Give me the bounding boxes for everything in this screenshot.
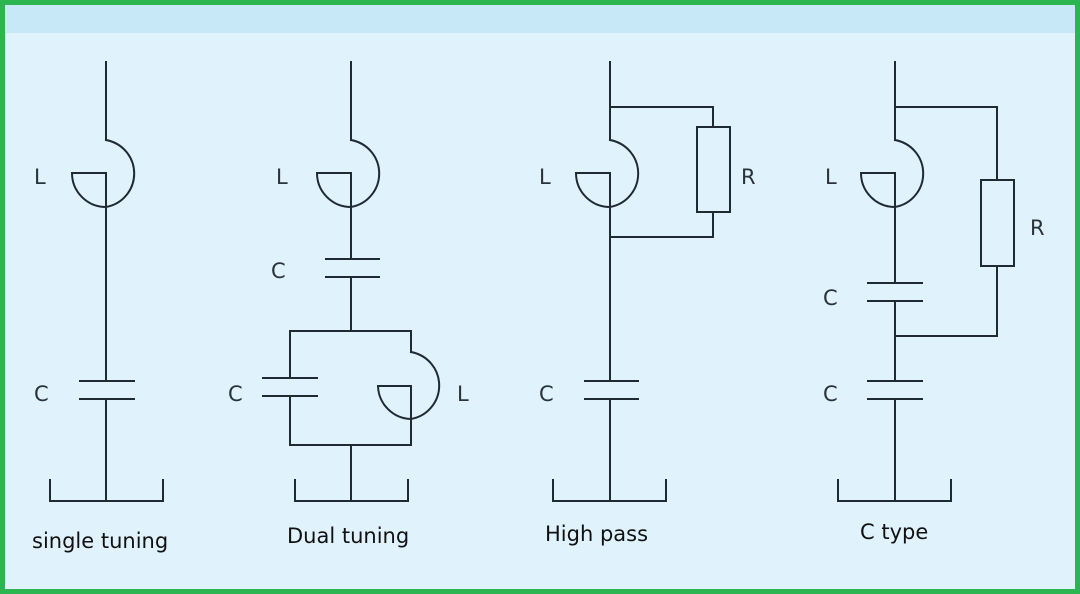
wire — [609, 61, 714, 238]
capacitor-icon — [867, 282, 923, 382]
capacitor-icon — [584, 380, 639, 502]
label-c: C — [823, 286, 838, 310]
inductor-icon — [70, 138, 136, 382]
circuit-single-tuning: L C single tuning — [32, 61, 168, 553]
label-c: C — [271, 259, 286, 283]
ground-icon — [552, 479, 667, 502]
label-l: L — [825, 165, 837, 189]
label-c: C — [228, 382, 243, 406]
circuit-title: High pass — [545, 522, 648, 546]
capacitor-icon — [262, 377, 318, 397]
wire — [894, 61, 998, 337]
label-c: C — [823, 382, 838, 406]
inductor-icon — [859, 138, 925, 284]
inductor-icon — [315, 138, 381, 260]
label-l: L — [539, 165, 551, 189]
label-c: C — [539, 382, 554, 406]
circuit-title: Dual tuning — [287, 524, 409, 548]
resistor-icon — [696, 126, 731, 213]
capacitor-icon — [79, 380, 135, 502]
circuit-high-pass: L R C High pass — [539, 61, 756, 546]
circuit-title: C type — [860, 520, 928, 544]
inductor-icon — [574, 138, 640, 382]
label-r: R — [1030, 216, 1045, 240]
label-c: C — [34, 382, 49, 406]
header-band — [5, 5, 1075, 33]
label-l: L — [276, 165, 288, 189]
wire — [289, 330, 412, 502]
ground-icon — [294, 479, 409, 502]
resistor-icon — [980, 179, 1015, 267]
circuit-dual-tuning: L C C L Dual tuning — [228, 61, 469, 548]
circuit-title: single tuning — [32, 529, 168, 553]
circuit-c-type: L C R C C type — [823, 61, 1045, 544]
capacitor-icon — [325, 258, 380, 332]
capacitor-icon — [867, 380, 923, 502]
ground-icon — [49, 479, 164, 502]
ground-icon — [837, 479, 952, 502]
label-l: L — [34, 165, 46, 189]
inductor-icon — [376, 350, 441, 446]
label-l: L — [457, 382, 469, 406]
label-r: R — [741, 165, 756, 189]
